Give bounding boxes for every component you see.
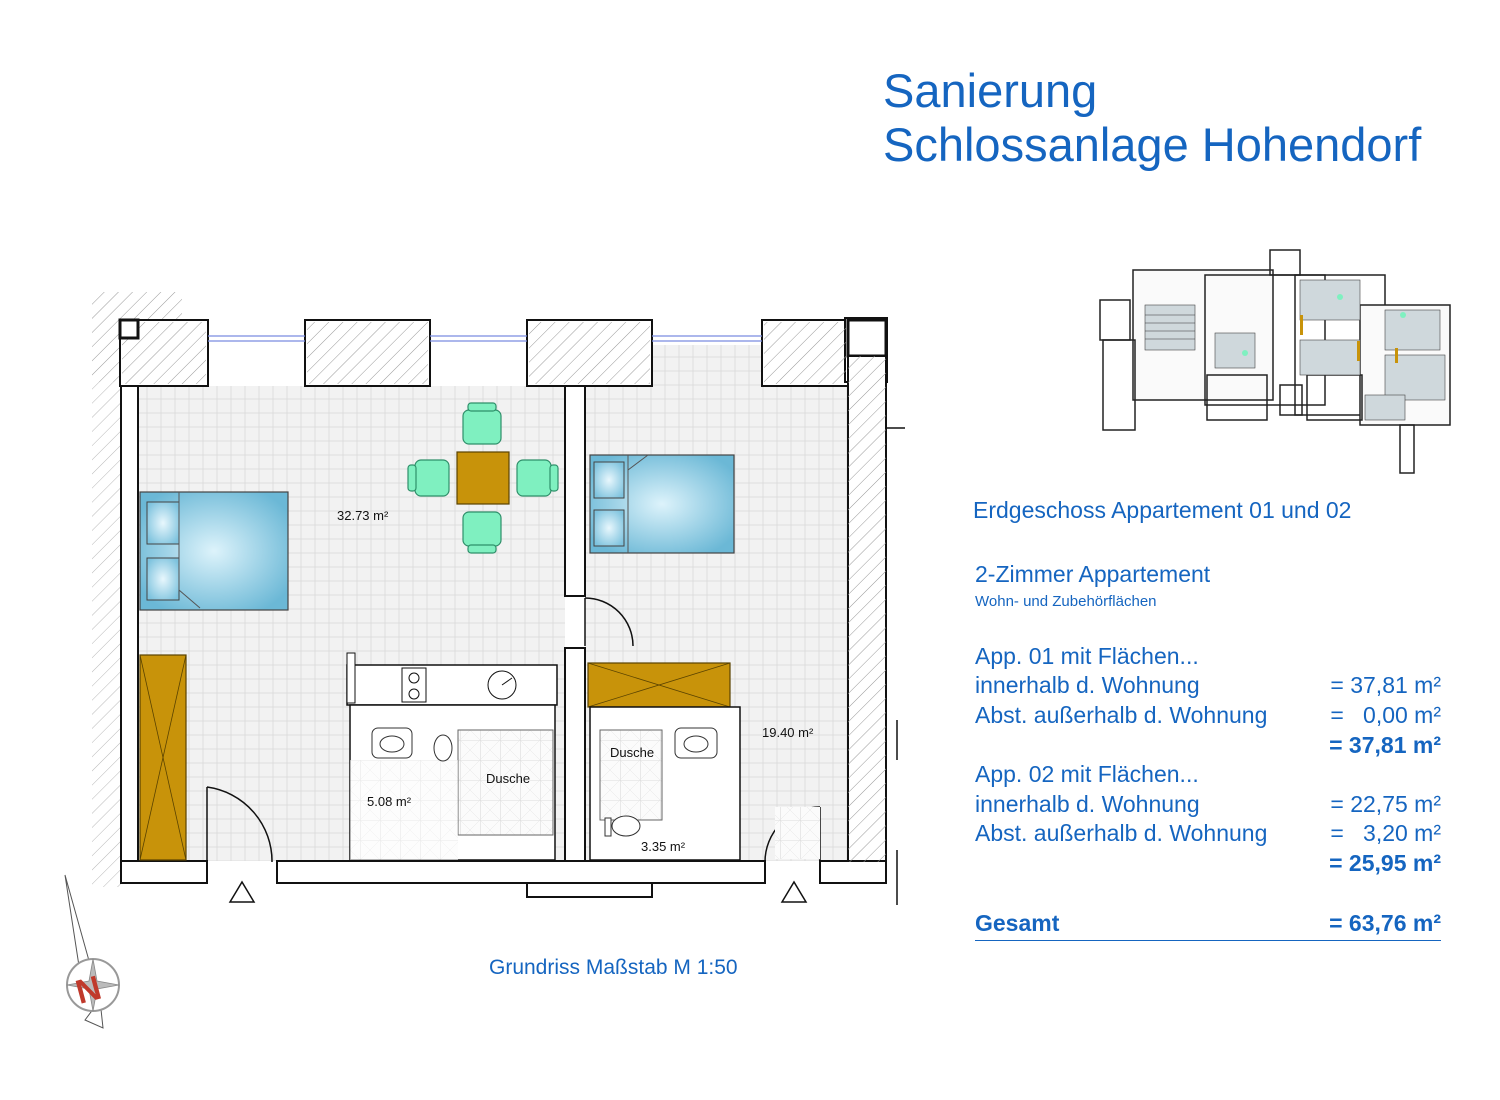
app01-outside-row: Abst. außerhalb d. Wohnung = 0,00 m² bbox=[975, 702, 1441, 732]
app02-inside-label: innerhalb d. Wohnung bbox=[975, 791, 1200, 817]
title-line-1: Sanierung bbox=[883, 64, 1098, 117]
apartment-type: 2-Zimmer Appartement bbox=[975, 561, 1211, 587]
app02-total-value: = 25,95 m² bbox=[1329, 850, 1441, 876]
app01-outside-value: = 0,00 m² bbox=[1330, 702, 1441, 728]
title-line-2: Schlossanlage Hohendorf bbox=[883, 118, 1422, 171]
bath2-shower-label: Dusche bbox=[610, 745, 654, 760]
app01-inside-row: innerhalb d. Wohnung = 37,81 m² bbox=[975, 672, 1441, 702]
app02-total-row: = 25,95 m² bbox=[975, 850, 1441, 880]
app01-inside-value: = 37,81 m² bbox=[1330, 672, 1441, 698]
app01-outside-label: Abst. außerhalb d. Wohnung bbox=[975, 702, 1268, 728]
section-heading: Erdgeschoss Appartement 01 und 02 bbox=[973, 497, 1352, 523]
page-title: Sanierung Schlossanlage Hohendorf bbox=[883, 64, 1421, 172]
app01-label: App. 01 mit Flächen... bbox=[975, 643, 1199, 669]
bath1-shower-label: Dusche bbox=[486, 771, 530, 786]
app02-outside-value: = 3,20 m² bbox=[1330, 820, 1441, 846]
app02-outside-label: Abst. außerhalb d. Wohnung bbox=[975, 820, 1268, 846]
app02-inside-row: innerhalb d. Wohnung = 22,75 m² bbox=[975, 791, 1441, 821]
living-area-label: 32.73 m² bbox=[337, 508, 389, 523]
app01-total-value: = 37,81 m² bbox=[1329, 732, 1441, 758]
plan-caption: Grundriss Maßstab M 1:50 bbox=[489, 956, 738, 979]
grand-total-row: Gesamt = 63,76 m² bbox=[975, 910, 1441, 941]
app02-inside-value: = 22,75 m² bbox=[1330, 791, 1441, 817]
apartment-subtype: Wohn- und Zubehörflächen bbox=[975, 593, 1157, 610]
app01-inside-label: innerhalb d. Wohnung bbox=[975, 672, 1200, 698]
app02-outside-row: Abst. außerhalb d. Wohnung = 3,20 m² bbox=[975, 820, 1441, 850]
app01-heading-row: App. 01 mit Flächen... bbox=[975, 643, 1441, 673]
key-plan bbox=[1099, 249, 1451, 474]
bath1-area-label: 5.08 m² bbox=[367, 794, 412, 809]
bedroom2-area-label: 19.40 m² bbox=[762, 725, 814, 740]
floor-plan: 32.73 m² 19.40 m² 5.08 m² Dusche 3.35 m²… bbox=[92, 292, 905, 905]
bath2-area-label: 3.35 m² bbox=[641, 839, 686, 854]
app02-label: App. 02 mit Flächen... bbox=[975, 761, 1199, 787]
north-arrow-icon: N bbox=[64, 874, 120, 1029]
app01-total-row: = 37,81 m² bbox=[975, 732, 1441, 762]
grand-total-label: Gesamt bbox=[975, 910, 1060, 936]
grand-total-value: = 63,76 m² bbox=[1329, 910, 1441, 936]
app02-heading-row: App. 02 mit Flächen... bbox=[975, 761, 1441, 791]
